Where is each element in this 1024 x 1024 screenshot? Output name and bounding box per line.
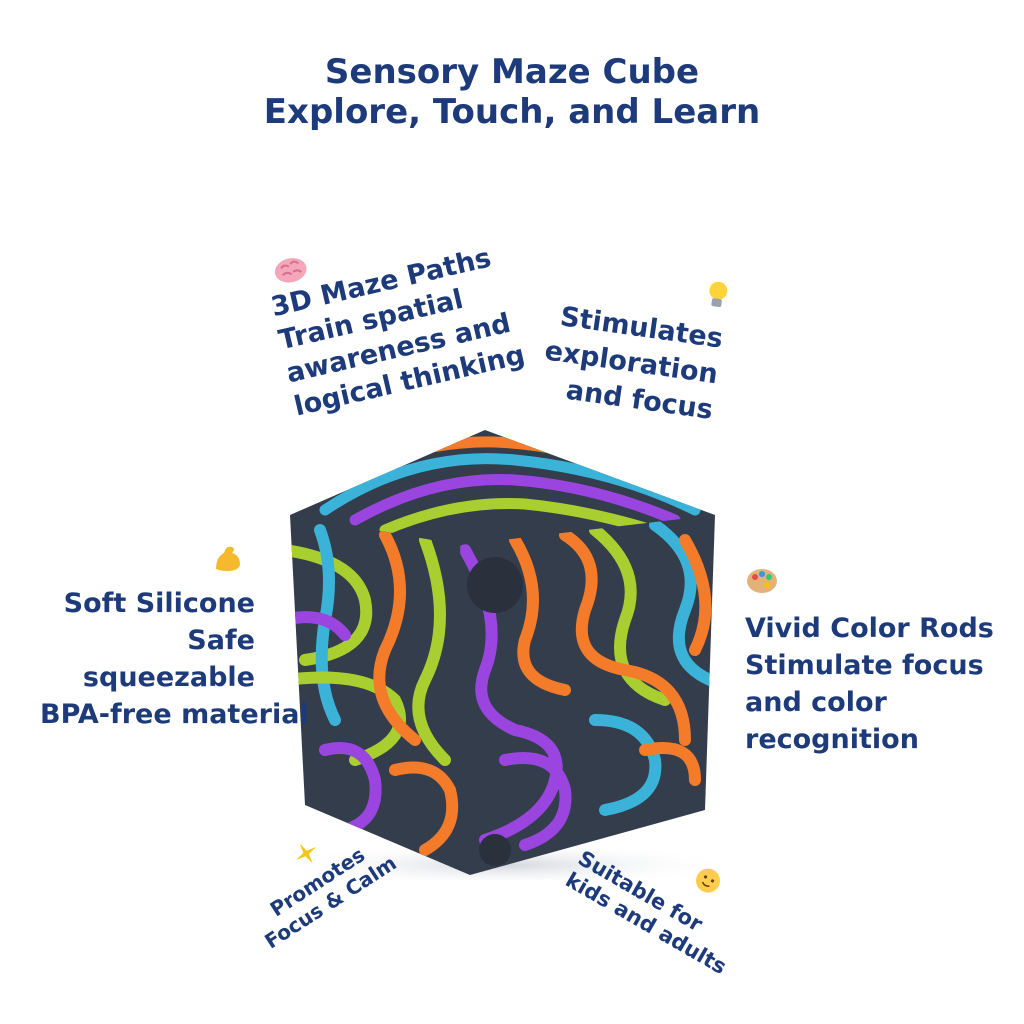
color-line-3: and color: [745, 687, 887, 718]
silicone-line-4: BPA-free material: [40, 699, 309, 730]
baby-face-icon: [696, 868, 721, 893]
silicone-line-2: Safe: [187, 625, 255, 656]
lightbulb-icon: [709, 281, 728, 308]
artist-palette-icon: [747, 569, 777, 593]
color-line-2: Stimulate focus: [745, 650, 984, 681]
cube-center-knob: [467, 557, 523, 613]
brain-icon: [274, 258, 307, 283]
color-line-4: recognition: [745, 724, 919, 755]
title-line-1: Sensory Maze Cube: [324, 52, 700, 92]
title-line-2: Explore, Touch, and Learn: [263, 92, 761, 132]
flexed-bicep-icon: [216, 546, 240, 571]
feature-kids-adults: Suitable for kids and adults: [561, 846, 743, 980]
sparkle-icon: [296, 843, 317, 864]
feature-maze-paths: 3D Maze Paths Train spatial awareness an…: [268, 239, 528, 425]
silicone-line-1: Soft Silicone: [63, 588, 255, 619]
feature-soft-silicone: Soft Silicone Safe squeezable BPA-free m…: [40, 546, 309, 733]
feature-vivid-color: Vivid Color Rods Stimulate focus and col…: [745, 569, 994, 758]
color-line-1: Vivid Color Rods: [745, 613, 994, 644]
maze-cube-image: [275, 430, 735, 880]
feature-focus-calm: Promotes Focus & Calm: [247, 831, 400, 953]
feature-exploration: Stimulates exploration and focus: [527, 281, 728, 429]
page-title: Sensory Maze Cube Explore, Touch, and Le…: [0, 52, 1024, 132]
silicone-line-3: squeezable: [82, 662, 255, 693]
